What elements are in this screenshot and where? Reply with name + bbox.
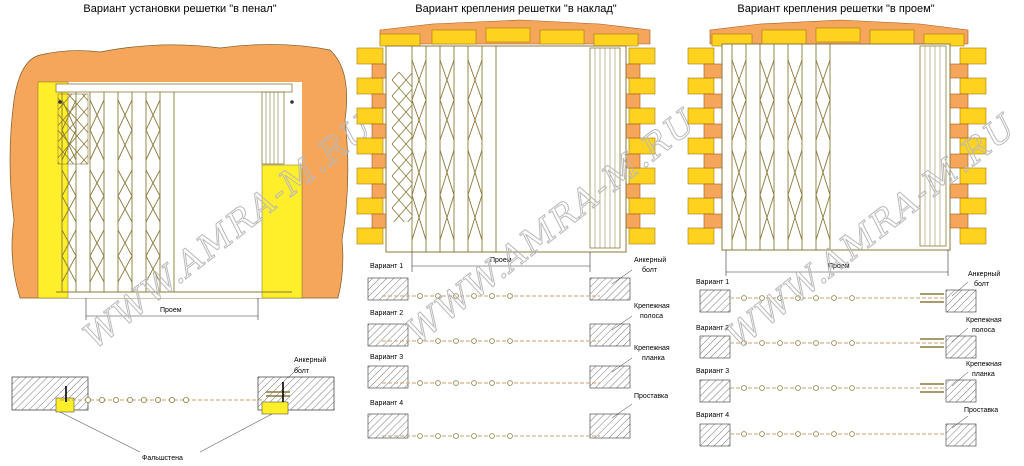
strip-label-p3-l1: Крепежная [966,317,1002,324]
variant3-label-p2: Вариант 3 [370,354,403,361]
variants-panel-2: Вариант 1 Вариант 2 Вариант 3 Вариант 4 [367,256,670,439]
panel3-title: Вариант крепления решетки "в проем" [737,3,934,15]
anchor-label-p1-l2: болт [294,367,310,375]
plate-label-p2-l1: Крепежная [634,345,670,352]
strip-label-p2-l1: Крепежная [634,303,670,310]
dimension-opening-3: Проем [725,250,949,276]
strip-label-p3-l2: полоса [972,327,995,334]
dimension-opening-1: Проем [85,298,259,320]
grille-bars-3 [731,44,831,250]
panel-3: Вариант крепления решетки "в проем" Прое… [687,3,1024,447]
anchor-label-p1-l1: Анкерный [294,356,326,364]
variant2-label-p2: Вариант 2 [370,310,403,317]
plate-label-p3-l1: Крепежная [966,361,1002,368]
panel1-title: Вариант установки решетки "в пенал" [83,3,276,15]
opening-label-2: Проем [490,257,512,264]
opening-label-1: Проем [160,307,182,314]
dimension-opening-2: Проем [411,252,591,272]
anchor-label-p2-l1: Анкерный [634,256,666,264]
spacer-label-p3: Проставка [964,407,998,414]
variant3-label-p3: Вариант 3 [696,368,729,375]
panel-1: Вариант установки решетки "в пенал" [9,3,382,462]
variant1-label-p3: Вариант 1 [696,279,729,286]
variant1-label-p2: Вариант 1 [370,263,403,270]
grille-top-rail [55,83,293,93]
variants-panel-3: Вариант 1 Вариант 2 Вариант 3 Вариант 4 [696,270,1002,447]
grille-pack-right [261,91,285,165]
panel-2: Вариант крепления решетки "в наклад" Пр [356,3,705,439]
anchor-label-p3-l2: болт [974,280,990,288]
variant4-label-p3: Вариант 4 [696,412,729,419]
grille-bars-2 [411,46,497,252]
strip-label-p2-l2: полоса [640,313,663,320]
panel2-title: Вариант крепления решетки "в наклад" [415,3,617,15]
variant2-label-p3: Вариант 2 [696,325,729,332]
false-wall-right [261,164,303,299]
opening-label-3: Проем [828,263,850,270]
grille-pack-3 [919,45,947,247]
plate-label-p3-l2: планка [972,371,995,378]
section-view-1: Анкерный болт Фальшстена [11,356,335,462]
anchor-label-p3-l1: Анкерный [968,270,1000,278]
bricks-panel-2 [356,27,656,245]
plate-label-p2-l2: планка [642,355,665,362]
false-wall-label: Фальшстена [142,455,183,462]
spacer-label-p2: Проставка [634,393,668,400]
bricks-panel-3 [687,27,987,245]
anchor-label-p2-l2: болт [642,266,658,274]
grille-bars-1 [61,92,175,292]
variant4-label-p2: Вариант 4 [370,400,403,407]
